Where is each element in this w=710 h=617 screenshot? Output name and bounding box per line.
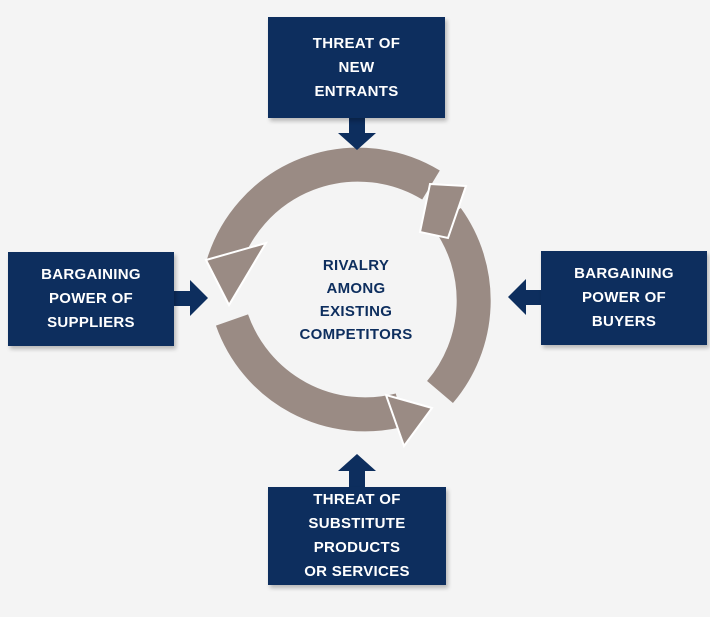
cycle-arrowhead-top-right [418, 182, 468, 240]
cycle-arc-top-left [206, 147, 440, 271]
arrow-from-left [174, 280, 208, 316]
rivalry-center-label: RIVALRY AMONG EXISTING COMPETITORS [266, 254, 446, 346]
arrow-from-top [338, 118, 376, 150]
box-line: NEW [338, 58, 375, 76]
cycle-arrowhead-left [204, 241, 269, 308]
center-line: RIVALRY [322, 257, 390, 274]
box-line: THREAT OF [313, 491, 401, 508]
box-line: PRODUCTS [313, 539, 401, 556]
box-line: SUBSTITUTE [308, 515, 406, 532]
box-line: THREAT OF [312, 34, 401, 52]
center-line: EXISTING [319, 303, 393, 320]
arrow-from-bottom [338, 454, 376, 487]
box-line: BARGAINING [574, 265, 674, 282]
cycle-arrowhead-bottom-right [384, 393, 434, 449]
arrow-from-right [508, 279, 542, 315]
cycle-arc-right [426, 208, 491, 404]
box-line: SUPPLIERS [47, 314, 135, 331]
box-line: POWER OF [48, 290, 134, 307]
threat-of-substitutes-box: THREAT OF SUBSTITUTE PRODUCTS OR SERVICE… [268, 487, 446, 585]
box-line: ENTRANTS [314, 82, 399, 100]
rivalry-cycle [204, 147, 491, 449]
bargaining-power-of-suppliers-box: BARGAINING POWER OF SUPPLIERS [8, 252, 174, 346]
center-line: COMPETITORS [299, 326, 413, 343]
box-line: BUYERS [591, 313, 657, 330]
box-line: POWER OF [581, 289, 667, 306]
box-line: OR SERVICES [304, 563, 410, 580]
threat-of-new-entrants-box: THREAT OF NEW ENTRANTS [268, 17, 445, 118]
box-line: BARGAINING [41, 266, 141, 283]
bargaining-power-of-buyers-box: BARGAINING POWER OF BUYERS [541, 251, 707, 345]
center-line: AMONG [326, 280, 386, 297]
cycle-arc-bottom [215, 314, 405, 432]
